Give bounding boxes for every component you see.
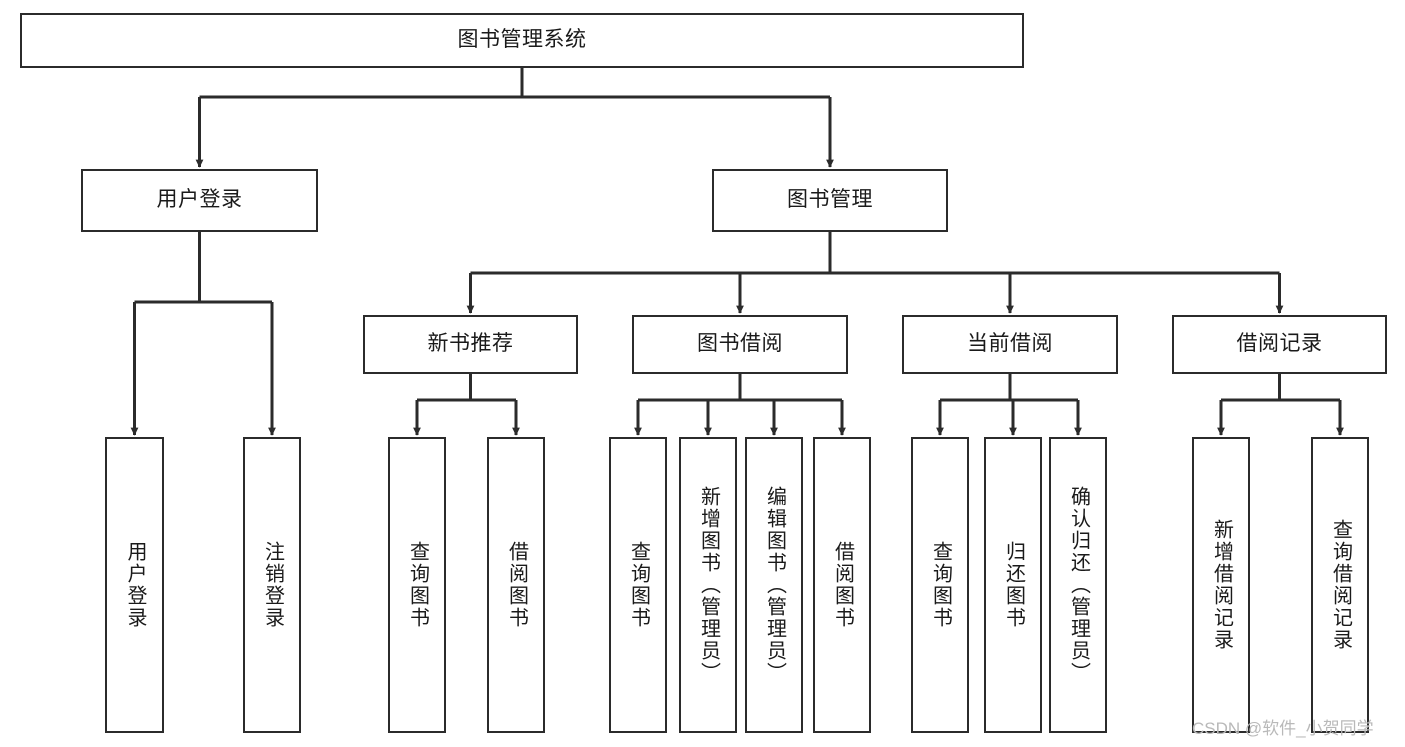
node-leaf-borrow-book-1[interactable]: 借阅图书	[487, 437, 545, 733]
node-label: 图书管理	[787, 188, 873, 212]
node-label: 新书推荐	[427, 332, 514, 356]
node-label: 图书借阅	[697, 332, 783, 356]
node-label: 图书管理系统	[457, 28, 587, 52]
node-label: 新增图书（管理员）	[697, 486, 720, 684]
node-label: 查询图书	[627, 541, 650, 629]
node-label: 用户登录	[124, 541, 146, 629]
node-borrow-record[interactable]: 借阅记录	[1172, 315, 1387, 374]
node-leaf-confirm-return[interactable]: 确认归还（管理员）	[1049, 437, 1107, 733]
node-label: 借阅图书	[505, 541, 528, 629]
node-book-borrow[interactable]: 图书借阅	[632, 315, 848, 374]
node-label: 用户登录	[156, 188, 243, 212]
node-label: 新增借阅记录	[1210, 519, 1233, 651]
node-leaf-query-book-1[interactable]: 查询图书	[388, 437, 446, 733]
node-leaf-borrow-book-2[interactable]: 借阅图书	[813, 437, 871, 733]
node-label: 借阅图书	[831, 541, 854, 629]
node-label: 注销登录	[261, 541, 284, 629]
node-leaf-query-record[interactable]: 查询借阅记录	[1311, 437, 1369, 733]
node-current-borrow[interactable]: 当前借阅	[902, 315, 1118, 374]
node-label: 当前借阅	[967, 332, 1053, 356]
node-leaf-return-book[interactable]: 归还图书	[984, 437, 1042, 733]
node-root[interactable]: 图书管理系统	[20, 13, 1024, 68]
csdn-watermark: CSDN @软件_小贺同学	[1192, 719, 1374, 738]
node-label: 借阅记录	[1236, 332, 1323, 356]
node-label: 查询图书	[406, 541, 429, 629]
node-label: 确认归还（管理员）	[1067, 486, 1090, 684]
node-leaf-query-book-3[interactable]: 查询图书	[911, 437, 969, 733]
node-book-manage[interactable]: 图书管理	[712, 169, 948, 232]
node-new-book-rec[interactable]: 新书推荐	[363, 315, 578, 374]
node-label: 归还图书	[1002, 541, 1025, 629]
node-leaf-add-record[interactable]: 新增借阅记录	[1192, 437, 1250, 733]
node-leaf-login[interactable]: 用户登录	[105, 437, 164, 733]
node-label: 编辑图书（管理员）	[763, 486, 786, 684]
node-user-login[interactable]: 用户登录	[81, 169, 318, 232]
node-leaf-edit-book[interactable]: 编辑图书（管理员）	[745, 437, 803, 733]
node-label: 查询图书	[929, 541, 952, 629]
node-leaf-add-book[interactable]: 新增图书（管理员）	[679, 437, 737, 733]
node-label: 查询借阅记录	[1329, 519, 1352, 651]
node-leaf-logout[interactable]: 注销登录	[243, 437, 301, 733]
node-leaf-query-book-2[interactable]: 查询图书	[609, 437, 667, 733]
